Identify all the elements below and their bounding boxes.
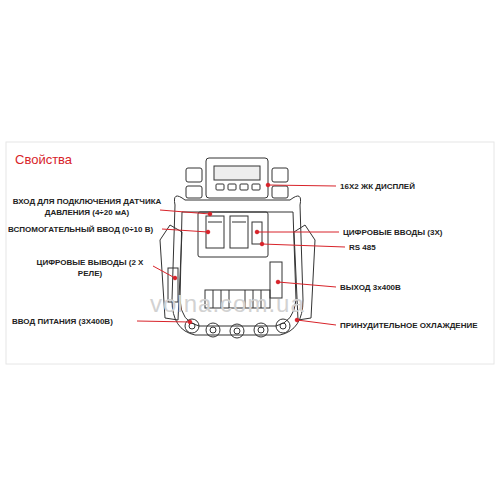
callout-label: ЦИФРОВЫЕ ВВОДЫ (3X) xyxy=(343,227,483,238)
callout-label: ВХОД ДЛЯ ПОДКЛЮЧЕНИЯ ДАТЧИКА ДАВЛЕНИЯ (4… xyxy=(12,196,162,218)
callout-label: ВЫХОД 3x400В xyxy=(340,282,470,293)
callout-label: ЦИФРОВЫЕ ВЫВОДЫ (2 X РЕЛЕ) xyxy=(30,257,150,279)
callout-label: ПРИНУДИТЕЛЬНОЕ ОХЛАЖДЕНИЕ xyxy=(340,320,490,331)
callout-label: ВСПОМОГАТЕЛЬНЫЙ ВВОД (0÷10 В) xyxy=(8,224,164,235)
callout-label: 16X2 ЖК ДИСПЛЕЙ xyxy=(340,181,470,192)
callout-label: RS 485 xyxy=(349,242,429,253)
heading: Свойства xyxy=(15,152,72,167)
watermark: volna.com.ua xyxy=(150,290,470,318)
callout-label: ВВОД ПИТАНИЯ (3X400В) xyxy=(12,316,140,327)
